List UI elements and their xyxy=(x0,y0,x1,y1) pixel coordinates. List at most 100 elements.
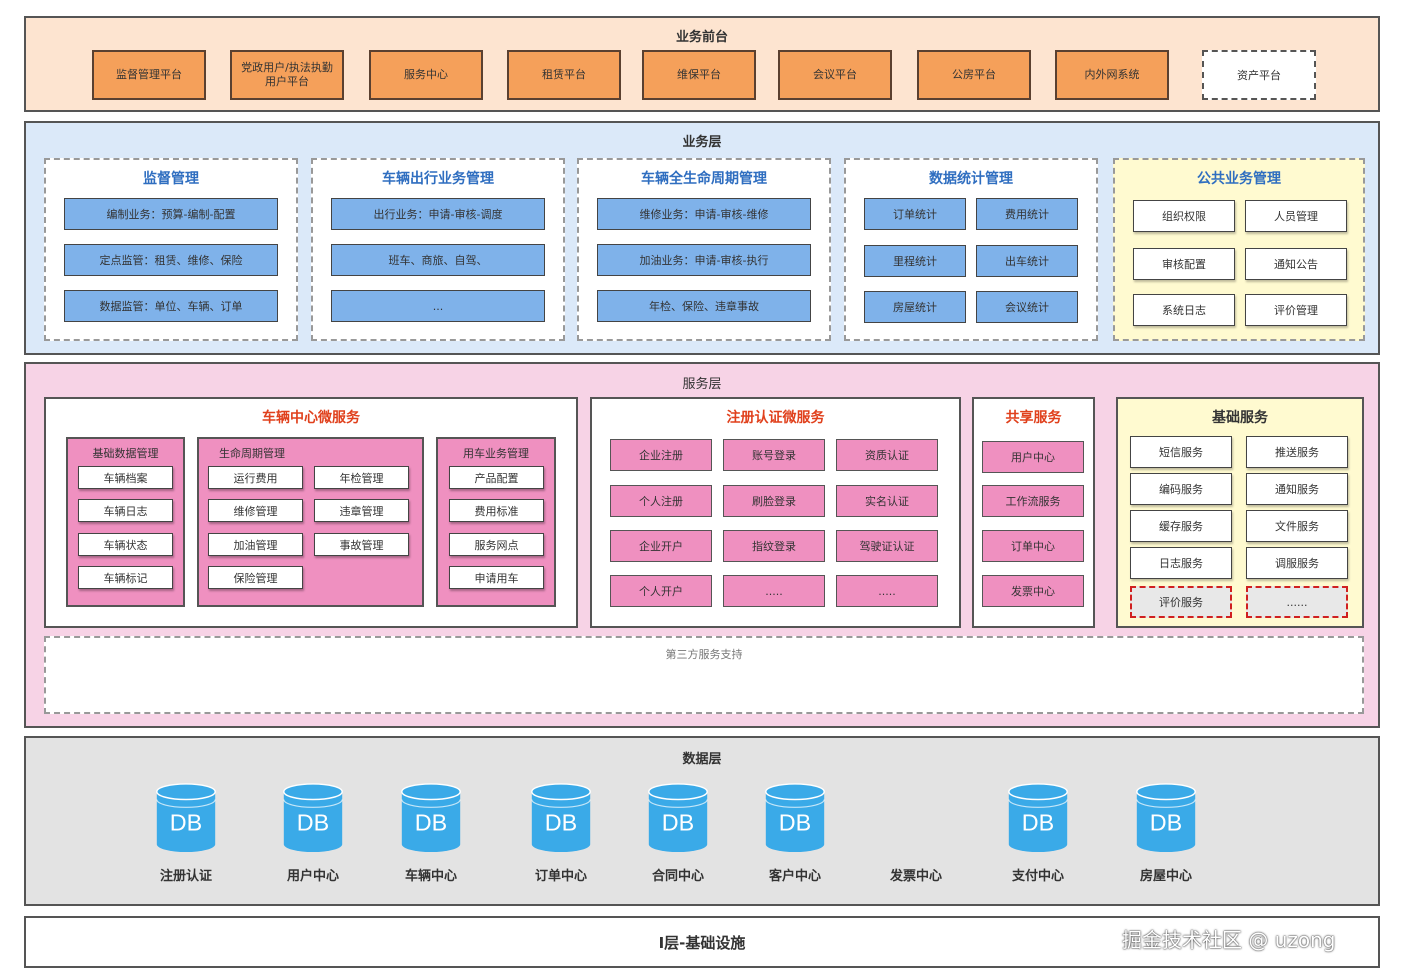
basic-item[interactable]: 缓存服务 xyxy=(1130,510,1232,542)
business-item[interactable]: 维修业务：申请-审核-维修 xyxy=(597,198,811,230)
auth-item[interactable]: ..... xyxy=(723,575,825,607)
business-item[interactable]: 班车、商旅、自驾、 xyxy=(331,244,545,276)
auth-item[interactable]: 账号登录 xyxy=(723,439,825,471)
database-icon: DB xyxy=(1008,783,1068,853)
database-icon: DB xyxy=(1136,783,1196,853)
basic-item[interactable]: 文件服务 xyxy=(1246,510,1348,542)
auth-item[interactable]: 个人开户 xyxy=(610,575,712,607)
asset-platform-button[interactable]: 资产平台 xyxy=(1202,50,1316,100)
public-item[interactable]: 评价管理 xyxy=(1245,294,1347,326)
front-platform-button[interactable]: 内外网系统 xyxy=(1055,50,1169,100)
public-item[interactable]: 人员管理 xyxy=(1245,200,1347,232)
group-title: 公共业务管理 xyxy=(1197,171,1281,187)
lifecycle-item[interactable]: 保险管理 xyxy=(208,566,303,589)
statistics-item[interactable]: 出车统计 xyxy=(976,245,1078,277)
front-platform-button[interactable]: 公房平台 xyxy=(917,50,1031,100)
public-item[interactable]: 系统日志 xyxy=(1133,294,1235,326)
public-item[interactable]: 组织权限 xyxy=(1133,200,1235,232)
vehicle-item[interactable]: 车辆标记 xyxy=(78,566,173,589)
service-layer-title: 服务层 xyxy=(682,377,722,392)
vehicle-item[interactable]: 车辆日志 xyxy=(78,499,173,522)
vehicle-item[interactable]: 车辆状态 xyxy=(78,533,173,556)
third-party-support: 第三方服务支持 xyxy=(44,636,1364,714)
database-icon: DB xyxy=(648,783,708,853)
database-icon: DB xyxy=(401,783,461,853)
shared-item[interactable]: 订单中心 xyxy=(982,530,1084,562)
database-label: 支付中心 xyxy=(1011,869,1064,884)
shared-item[interactable]: 工作流服务 xyxy=(982,485,1084,517)
vehicle-business-item[interactable]: 费用标准 xyxy=(449,499,544,522)
vehicle-business-item[interactable]: 服务网点 xyxy=(449,533,544,556)
public-item[interactable]: 审核配置 xyxy=(1133,248,1235,280)
lifecycle-item[interactable]: 加油管理 xyxy=(208,533,303,556)
auth-item[interactable]: 个人注册 xyxy=(610,485,712,517)
vehicle-business-item[interactable]: 产品配置 xyxy=(449,466,544,489)
db-text: DB xyxy=(1150,810,1182,836)
lifecycle-item[interactable]: 维修管理 xyxy=(208,499,303,522)
statistics-item[interactable]: 房屋统计 xyxy=(864,291,966,323)
lifecycle-item[interactable]: 年检管理 xyxy=(314,466,409,489)
database-label: 房屋中心 xyxy=(1139,869,1192,884)
vehicle-item[interactable]: 车辆档案 xyxy=(78,466,173,489)
basic-data-title: 基础数据管理 xyxy=(92,447,159,460)
basic-item[interactable]: 调服服务 xyxy=(1246,547,1348,579)
front-platform-button[interactable]: 党政用户/执法执勤用户平台 xyxy=(230,50,344,100)
basic-item[interactable]: 通知服务 xyxy=(1246,473,1348,505)
business-item[interactable]: ... xyxy=(331,290,545,322)
vehicle-business-title: 用车业务管理 xyxy=(463,447,529,460)
front-platform-button[interactable]: 租赁平台 xyxy=(507,50,621,100)
group-title: 监督管理 xyxy=(143,171,199,187)
group-title: 数据统计管理 xyxy=(929,171,1013,187)
business-item[interactable]: 数据监管：单位、车辆、订单 xyxy=(64,290,278,322)
database-icon: DB xyxy=(765,783,825,853)
statistics-item[interactable]: 会议统计 xyxy=(976,291,1078,323)
front-platform-button[interactable]: 服务中心 xyxy=(369,50,483,100)
auth-item[interactable]: 实名认证 xyxy=(836,485,938,517)
invoice-center-label: 发票中心 xyxy=(889,869,942,884)
statistics-item[interactable]: 里程统计 xyxy=(864,245,966,277)
business-group-supervision: 监督管理 编制业务：预算-编制-配置 定点监管：租赁、维修、保险 数据监管：单位… xyxy=(44,158,298,341)
business-group-statistics: 数据统计管理 订单统计 费用统计 里程统计 出车统计 房屋统计 会议统计 xyxy=(844,158,1098,341)
business-item[interactable]: 编制业务：预算-编制-配置 xyxy=(64,198,278,230)
auth-microservice: 注册认证微服务 企业注册 账号登录 资质认证 个人注册 刷脸登录 实名认证 企业… xyxy=(590,397,961,628)
auth-item[interactable]: 指纹登录 xyxy=(723,530,825,562)
basic-data-group: 基础数据管理 车辆档案 车辆日志 车辆状态 车辆标记 xyxy=(66,437,185,607)
lifecycle-item[interactable]: 运行费用 xyxy=(208,466,303,489)
auth-item[interactable]: 驾驶证认证 xyxy=(836,530,938,562)
statistics-item[interactable]: 订单统计 xyxy=(864,198,966,230)
shared-item[interactable]: 发票中心 xyxy=(982,575,1084,607)
auth-item[interactable]: 资质认证 xyxy=(836,439,938,471)
public-item[interactable]: 通知公告 xyxy=(1245,248,1347,280)
shared-item[interactable]: 用户中心 xyxy=(982,441,1084,473)
auth-item[interactable]: 刷脸登录 xyxy=(723,485,825,517)
statistics-item[interactable]: 费用统计 xyxy=(976,198,1078,230)
vehicle-business-group: 用车业务管理 产品配置 费用标准 服务网点 申请用车 xyxy=(436,437,556,607)
db-text: DB xyxy=(1022,810,1054,836)
lifecycle-item[interactable]: 事故管理 xyxy=(314,533,409,556)
business-item[interactable]: 定点监管：租赁、维修、保险 xyxy=(64,244,278,276)
business-item[interactable]: 出行业务：申请-审核-调度 xyxy=(331,198,545,230)
auth-item[interactable]: 企业开户 xyxy=(610,530,712,562)
auth-item[interactable]: 企业注册 xyxy=(610,439,712,471)
more-service-item[interactable]: ...... xyxy=(1246,586,1348,618)
basic-item[interactable]: 编码服务 xyxy=(1130,473,1232,505)
lifecycle-item[interactable]: 违章管理 xyxy=(314,499,409,522)
basic-item[interactable]: 推送服务 xyxy=(1246,436,1348,468)
auth-item[interactable]: ..... xyxy=(836,575,938,607)
basic-service-title: 基础服务 xyxy=(1212,410,1268,426)
front-platform-button[interactable]: 维保平台 xyxy=(642,50,756,100)
lifecycle-title: 生命周期管理 xyxy=(219,447,285,460)
front-layer: 业务前台 监督管理平台 党政用户/执法执勤用户平台 服务中心 租赁平台 维保平台… xyxy=(24,16,1380,112)
database-icon: DB xyxy=(283,783,343,853)
front-platform-button[interactable]: 会议平台 xyxy=(778,50,892,100)
front-platform-button[interactable]: 监督管理平台 xyxy=(92,50,206,100)
evaluation-service-item[interactable]: 评价服务 xyxy=(1130,586,1232,618)
basic-item[interactable]: 日志服务 xyxy=(1130,547,1232,579)
business-item[interactable]: 年检、保险、违章事故 xyxy=(597,290,811,322)
database-icon: DB xyxy=(156,783,216,853)
database-label: 注册认证 xyxy=(159,869,212,884)
vehicle-business-item[interactable]: 申请用车 xyxy=(449,566,544,589)
basic-item[interactable]: 短信服务 xyxy=(1130,436,1232,468)
business-item[interactable]: 加油业务：申请-审核-执行 xyxy=(597,244,811,276)
